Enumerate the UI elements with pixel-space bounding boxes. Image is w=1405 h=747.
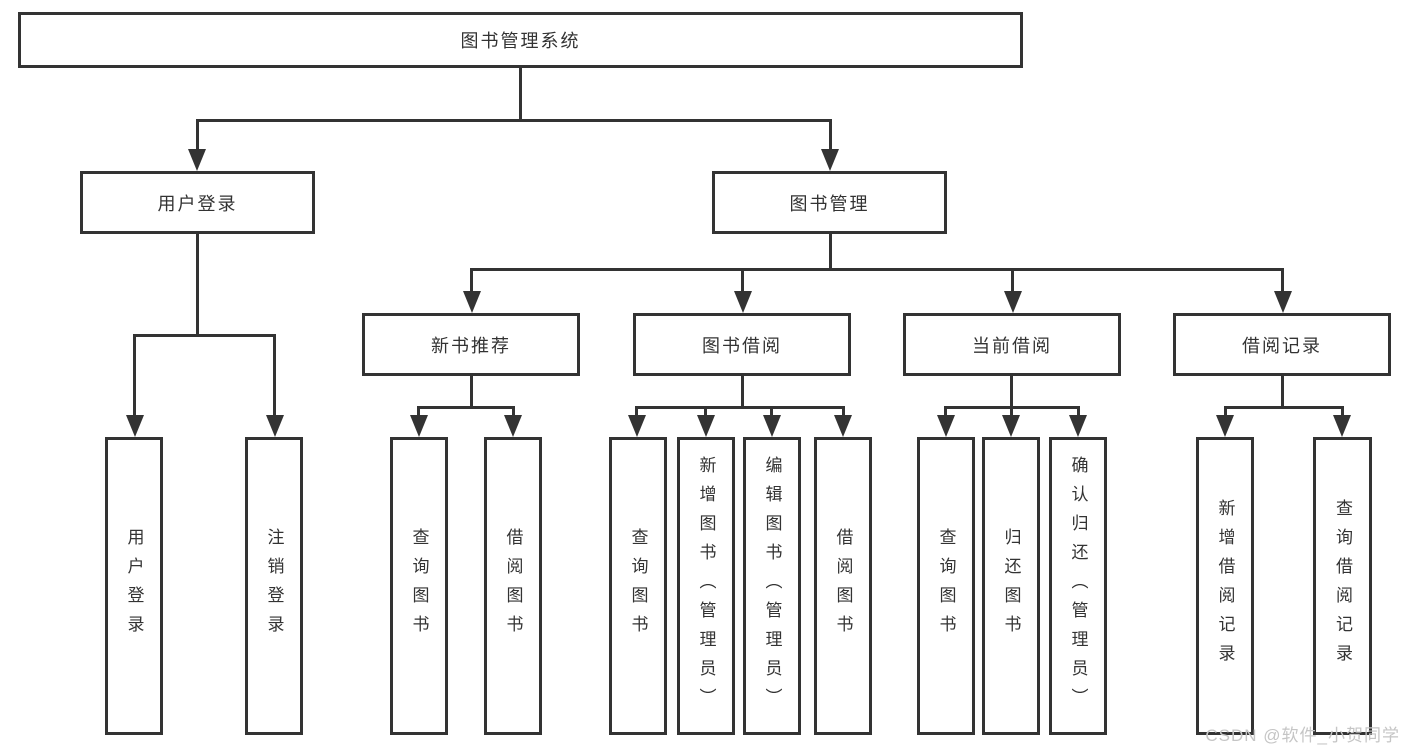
leaf-label: 新增图书（管理员） — [696, 455, 716, 717]
leaf-label: 查询图书 — [409, 528, 429, 644]
connector-line — [829, 234, 832, 271]
node-label: 借阅记录 — [1242, 335, 1322, 356]
arrow-down-icon — [266, 415, 284, 437]
leaf-label: 借阅图书 — [503, 528, 523, 644]
arrow-down-icon — [504, 415, 522, 437]
arrow-down-icon — [1333, 415, 1351, 437]
connector-line — [470, 268, 473, 293]
connector-line — [635, 406, 845, 409]
node-user-login: 用户登录 — [80, 171, 315, 234]
connector-line — [196, 119, 199, 151]
connector-line — [417, 406, 515, 409]
arrow-down-icon — [1274, 291, 1292, 313]
connector-line — [1224, 406, 1227, 418]
connector-line — [1010, 406, 1013, 418]
connector-line — [273, 334, 276, 417]
node-book-management: 图书管理 — [712, 171, 947, 234]
arrow-down-icon — [697, 415, 715, 437]
arrow-down-icon — [821, 149, 839, 171]
connector-line — [741, 376, 744, 409]
node-label: 当前借阅 — [972, 335, 1052, 356]
node-label: 图书借阅 — [702, 335, 782, 356]
arrow-down-icon — [1002, 415, 1020, 437]
connector-line — [417, 406, 420, 418]
arrow-down-icon — [1069, 415, 1087, 437]
arrow-down-icon — [1004, 291, 1022, 313]
leaf-query-borrow-record: 查询借阅记录 — [1313, 437, 1372, 735]
arrow-down-icon — [834, 415, 852, 437]
leaf-borrow-books: 借阅图书 — [484, 437, 542, 735]
node-label: 新书推荐 — [431, 335, 511, 356]
leaf-label: 查询图书 — [628, 528, 648, 644]
leaf-label: 编辑图书（管理员） — [762, 455, 782, 717]
connector-line — [741, 268, 744, 293]
connector-line — [1010, 376, 1013, 409]
connector-line — [519, 68, 522, 121]
connector-line — [770, 406, 773, 418]
connector-line — [1281, 376, 1284, 409]
leaf-query-books: 查询图书 — [390, 437, 448, 735]
node-label: 图书管理 — [789, 193, 870, 214]
leaf-label: 查询图书 — [936, 528, 956, 644]
arrow-down-icon — [763, 415, 781, 437]
node-book-borrow: 图书借阅 — [633, 313, 851, 376]
arrow-down-icon — [410, 415, 428, 437]
csdn-watermark: CSDN @软件_小贺同学 — [1205, 726, 1400, 745]
arrow-down-icon — [628, 415, 646, 437]
connector-line — [635, 406, 638, 418]
node-label: 图书管理系统 — [460, 31, 581, 51]
leaf-label: 确认归还（管理员） — [1068, 455, 1088, 717]
node-new-book-recommend: 新书推荐 — [362, 313, 580, 376]
connector-line — [1341, 406, 1344, 418]
leaf-add-books-admin: 新增图书（管理员） — [677, 437, 735, 735]
connector-line — [133, 334, 136, 417]
arrow-down-icon — [937, 415, 955, 437]
connector-line — [470, 376, 473, 409]
connector-line — [842, 406, 845, 418]
leaf-label: 查询借阅记录 — [1333, 499, 1352, 673]
arrow-down-icon — [188, 149, 206, 171]
connector-line — [829, 119, 832, 151]
connector-line — [1077, 406, 1080, 418]
arrow-down-icon — [1216, 415, 1234, 437]
connector-line — [512, 406, 515, 418]
node-label: 用户登录 — [157, 193, 238, 214]
connector-line — [1224, 406, 1344, 409]
leaf-label: 注销登录 — [264, 528, 284, 644]
arrow-down-icon — [734, 291, 752, 313]
leaf-label: 用户登录 — [124, 528, 144, 644]
leaf-edit-books-admin: 编辑图书（管理员） — [743, 437, 801, 735]
connector-line — [196, 234, 199, 337]
node-current-borrow: 当前借阅 — [903, 313, 1121, 376]
connector-line — [470, 268, 1284, 271]
leaf-label: 借阅图书 — [833, 528, 853, 644]
leaf-return-books: 归还图书 — [982, 437, 1040, 735]
leaf-query-books: 查询图书 — [609, 437, 667, 735]
leaf-query-books: 查询图书 — [917, 437, 975, 735]
leaf-label: 新增借阅记录 — [1215, 499, 1235, 673]
leaf-borrow-books: 借阅图书 — [814, 437, 872, 735]
node-borrow-records: 借阅记录 — [1173, 313, 1391, 376]
arrow-down-icon — [463, 291, 481, 313]
leaf-user-login: 用户登录 — [105, 437, 163, 735]
leaf-add-borrow-record: 新增借阅记录 — [1196, 437, 1254, 735]
connector-line — [944, 406, 947, 418]
leaf-confirm-return-admin: 确认归还（管理员） — [1049, 437, 1107, 735]
connector-line — [133, 334, 276, 337]
arrow-down-icon — [126, 415, 144, 437]
connector-line — [1011, 268, 1014, 293]
node-root-system: 图书管理系统 — [18, 12, 1023, 68]
connector-line — [196, 119, 832, 122]
leaf-logout: 注销登录 — [245, 437, 303, 735]
connector-line — [1281, 268, 1284, 293]
connector-line — [704, 406, 707, 418]
leaf-label: 归还图书 — [1001, 528, 1021, 644]
